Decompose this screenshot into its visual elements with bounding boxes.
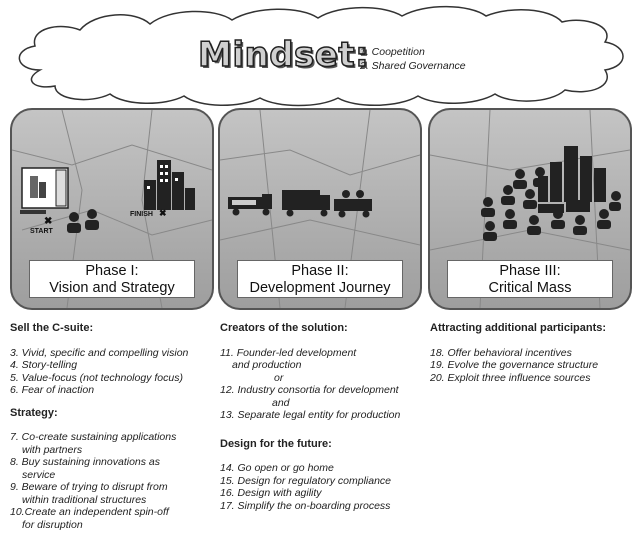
list-item: 18. Offer behavioral incentives	[430, 346, 572, 359]
list-item: 6. Fear of inaction	[10, 384, 95, 396]
phase-1-title: Phase I:	[85, 263, 139, 279]
city-icon	[144, 160, 195, 210]
mindset-title: Mindset:	[197, 34, 370, 76]
and-connector: and	[272, 396, 290, 409]
mindset-item: 2. Shared Governance	[360, 60, 466, 72]
list-item: 5. Value-focus (not technology focus)	[10, 371, 183, 384]
list-item: 9. Beware of trying to disrupt from	[10, 481, 168, 493]
phase-3-title: Phase III:	[499, 263, 561, 279]
blueprint-icon	[20, 167, 69, 214]
list-item: 20. Exploit three influence sources	[430, 371, 591, 384]
list-item: 4. Story-telling	[10, 359, 78, 371]
or-connector: or	[274, 371, 284, 384]
list-item-continuation: within traditional structures	[22, 493, 147, 506]
start-label: START	[30, 228, 54, 235]
list-item: 8. Buy sustaining innovations as	[10, 456, 161, 468]
mindset-cloud	[18, 5, 624, 107]
crowd-icon	[481, 167, 621, 241]
map-background	[430, 110, 630, 308]
list-item-continuation: with partners	[22, 443, 83, 456]
phase-1-label: Phase I: Vision and Strategy	[29, 260, 195, 298]
phase-3-label: Phase III: Critical Mass	[447, 260, 613, 298]
list-item: 11. Founder-led development	[220, 346, 357, 359]
creators-heading: Creators of the solution:	[220, 322, 348, 334]
list-item-continuation: and production	[232, 359, 302, 371]
phase-3-subtitle: Critical Mass	[488, 280, 572, 296]
design-heading: Design for the future:	[220, 437, 332, 450]
phase-2-label: Phase II: Development Journey	[237, 260, 403, 298]
column-3: Attracting additional participants: 18. …	[430, 322, 635, 384]
map-background	[220, 110, 420, 308]
phase-1-subtitle: Vision and Strategy	[49, 280, 175, 296]
list-item: 14. Go open or go home	[220, 462, 334, 474]
list-item: 17. Simplify the on-boarding process	[220, 499, 391, 512]
attracting-heading: Attracting additional participants:	[430, 322, 607, 334]
phase-1-panel: START ✖ FINISH ✖ Phase I: Vision and Str…	[10, 108, 214, 310]
city-icon	[538, 146, 606, 202]
mindset-item: 1. Coopetition	[360, 46, 425, 58]
svg-text:✖: ✖	[44, 216, 52, 227]
list-item: 10.Create an independent spin-off	[10, 506, 169, 518]
list-item-continuation: service	[22, 468, 56, 481]
column-2: Creators of the solution: 11. Founder-le…	[220, 322, 425, 512]
column-1: Sell the C-suite: 3. Vivid, specific and…	[10, 322, 215, 531]
list-item: 3. Vivid, specific and compelling vision	[10, 346, 189, 359]
list-item-continuation: for disruption	[22, 518, 83, 531]
map-background: START ✖ FINISH ✖	[12, 110, 212, 308]
phase-2-subtitle: Development Journey	[249, 280, 391, 296]
phase-2-title: Phase II:	[291, 263, 349, 279]
phase-3-panel: Phase III: Critical Mass	[428, 108, 632, 310]
list-item: 15. Design for regulatory compliance	[220, 474, 392, 487]
sell-csuite-heading: Sell the C-suite:	[10, 322, 94, 334]
list-item: 19. Evolve the governance structure	[430, 359, 599, 371]
list-item: 12. Industry consortia for development	[220, 384, 399, 396]
svg-text:✖: ✖	[159, 208, 167, 218]
list-item: 13. Separate legal entity for production	[220, 409, 401, 421]
list-item: 16. Design with agility	[220, 487, 322, 499]
strategy-heading: Strategy:	[10, 406, 58, 419]
mindset-list: 1. Coopetition 2. Shared Governance	[360, 45, 466, 73]
list-item: 7. Co-create sustaining applications	[10, 431, 177, 443]
phase-2-panel: Phase II: Development Journey	[218, 108, 422, 310]
finish-label: FINISH	[130, 211, 153, 218]
